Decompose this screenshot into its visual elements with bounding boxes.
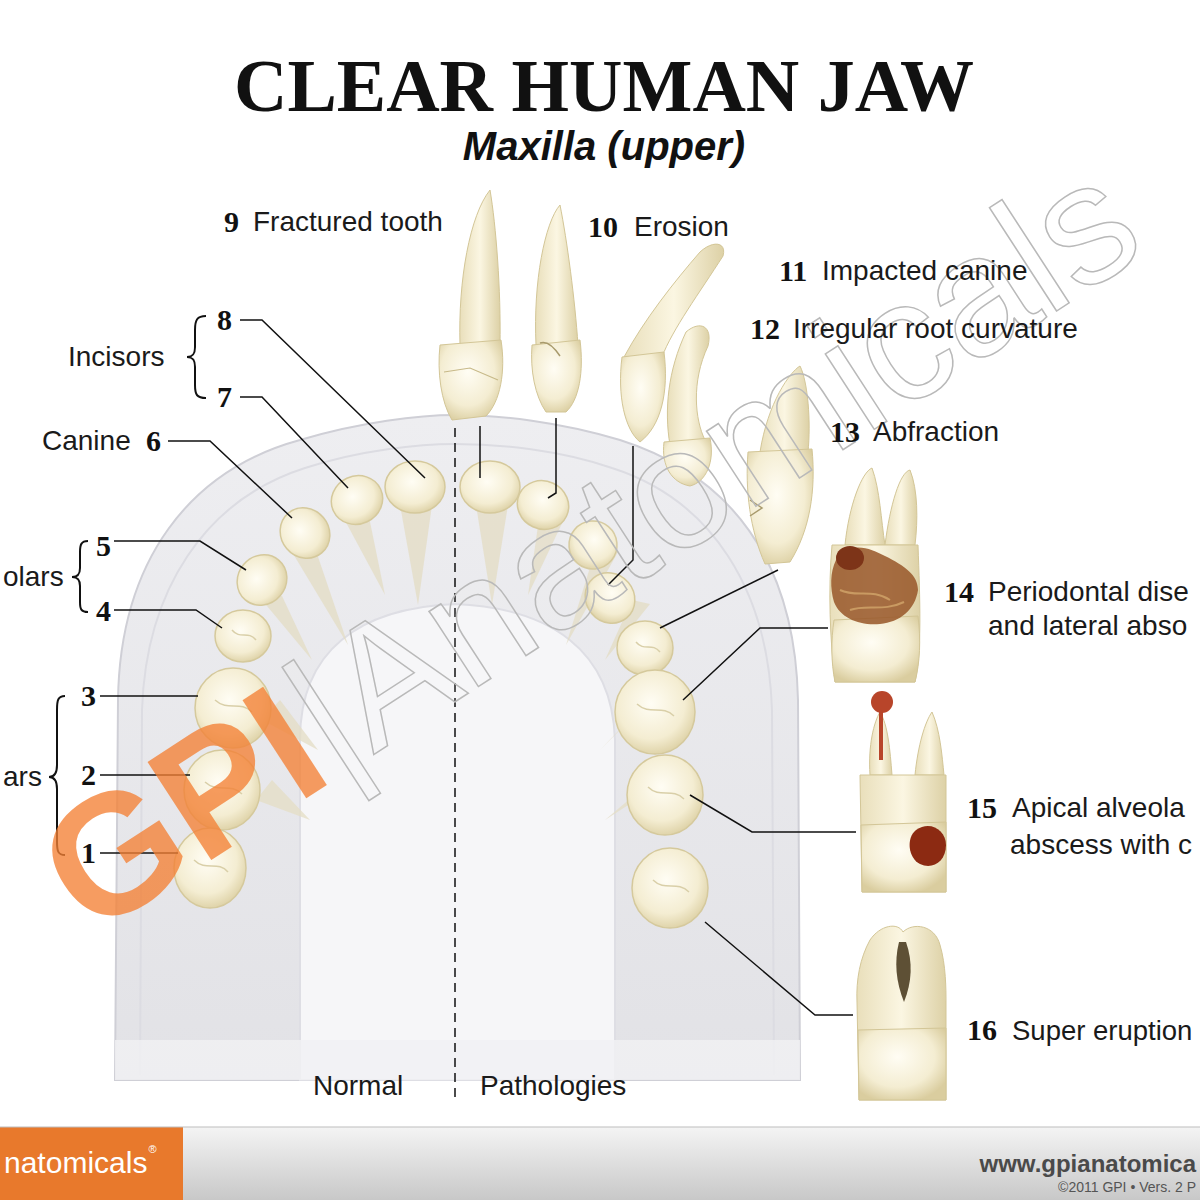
group-label: Incisors (68, 340, 164, 374)
side-label: Pathologies (480, 1069, 626, 1103)
pathology-label: Super eruption (1012, 1014, 1192, 1047)
group-label: ars (3, 760, 42, 794)
registered-mark: ® (148, 1143, 156, 1156)
pathology-label: and lateral abso (988, 609, 1187, 643)
callout-number: 13 (830, 414, 860, 450)
callout-number: 2 (81, 757, 96, 793)
callout-number: 7 (217, 379, 232, 415)
callout-number: 8 (217, 302, 232, 338)
callout-number: 9 (224, 204, 239, 240)
pathology-label: abscess with c (1010, 828, 1192, 862)
footer-url: www.gpianatomica (980, 1150, 1196, 1179)
callout-number: 16 (967, 1012, 997, 1048)
callout-number: 3 (81, 678, 96, 714)
tooth-label: Canine (42, 424, 131, 458)
title: CLEAR HUMAN JAW (234, 42, 974, 131)
pathology-label: Periodontal dise (988, 575, 1189, 609)
callout-number: 6 (146, 423, 161, 459)
callout-number: 1 (81, 835, 96, 871)
callout-number: 10 (588, 209, 618, 245)
pathology-label: Erosion (634, 210, 729, 244)
footer-brand: natomicals (4, 1145, 147, 1181)
pathology-label: Irregular root curvature (793, 312, 1078, 346)
side-label: Normal (313, 1069, 403, 1103)
pathology-label: Fractured tooth (253, 205, 443, 239)
callout-number: 12 (750, 311, 780, 347)
group-label: olars (3, 560, 64, 594)
pathology-label: Impacted canine (822, 254, 1027, 288)
pathology-label: Apical alveola (1012, 791, 1185, 825)
callout-number: 5 (96, 528, 111, 564)
callout-number: 4 (96, 593, 111, 629)
footer-copyright: ©2011 GPI • Vers. 2 P (1058, 1179, 1196, 1196)
subtitle: Maxilla (upper) (463, 122, 745, 170)
callout-number: 14 (944, 574, 974, 610)
callout-number: 11 (779, 253, 807, 289)
callout-number: 15 (967, 790, 997, 826)
pathology-label: Abfraction (873, 415, 999, 449)
